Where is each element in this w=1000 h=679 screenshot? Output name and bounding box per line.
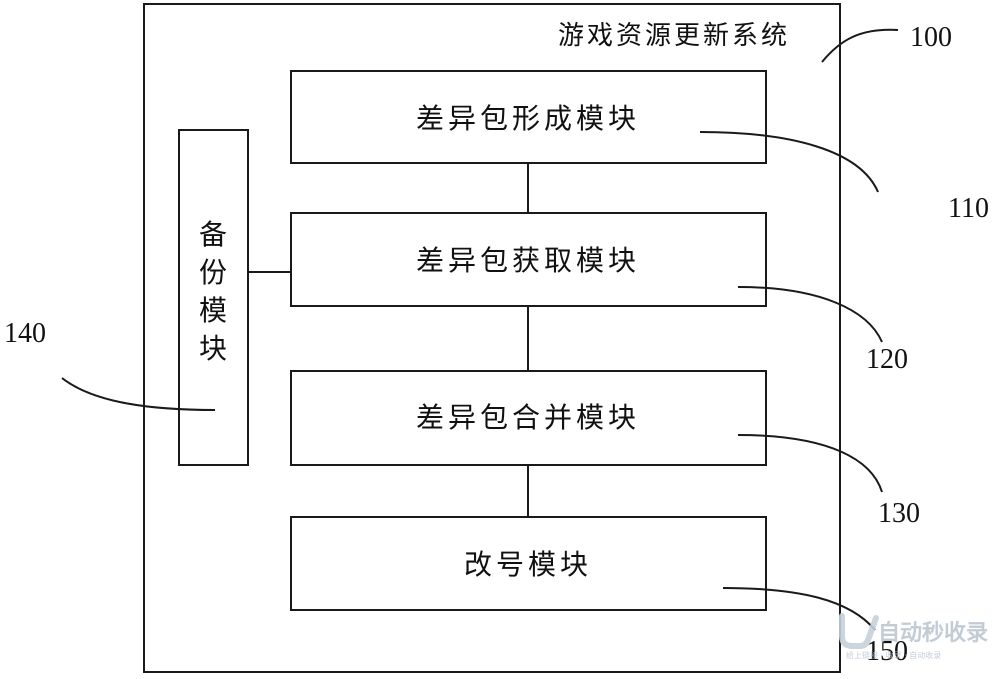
watermark: 自动秒收录 给上链接 · 收录 · 自动收录 <box>839 613 988 660</box>
ref-130-number: 130 <box>878 498 920 529</box>
ref-120-leader <box>737 286 883 343</box>
system-ref-number: 100 <box>910 22 952 53</box>
backup-module-label-char-2: 份 <box>199 256 227 289</box>
renumber-module-box <box>290 516 767 611</box>
system-ref-leader <box>821 28 899 63</box>
ref-120-number: 120 <box>866 344 908 375</box>
ref-130-leader <box>737 434 883 493</box>
ref-150-leader <box>722 587 876 631</box>
diff-package-merging-module-label: 差异包合并模块 <box>416 401 640 434</box>
backup-module-label-char-1: 备 <box>199 218 227 251</box>
watermark-subtext: 给上链接 · 收录 · 自动收录 <box>846 650 941 660</box>
system-frame <box>143 3 841 673</box>
diff-package-fetching-module-label: 差异包获取模块 <box>416 244 640 277</box>
ref-140-leader <box>61 377 216 411</box>
watermark-text: 自动秒收录 <box>878 620 988 646</box>
backup-module-label-char-3: 模 <box>199 294 227 327</box>
system-title: 游戏资源更新系统 <box>558 21 790 51</box>
ref-110-number: 110 <box>948 193 989 224</box>
renumber-module-label: 改号模块 <box>464 548 592 581</box>
diff-package-forming-module-label: 差异包形成模块 <box>416 102 640 135</box>
ref-150-number: 150 <box>866 636 908 667</box>
watermark-logo-icon <box>839 613 879 649</box>
ref-110-leader <box>699 131 879 193</box>
ref-140-number: 140 <box>4 318 46 349</box>
backup-module-label-char-4: 块 <box>199 332 227 365</box>
diff-package-fetching-module-box <box>290 212 767 307</box>
